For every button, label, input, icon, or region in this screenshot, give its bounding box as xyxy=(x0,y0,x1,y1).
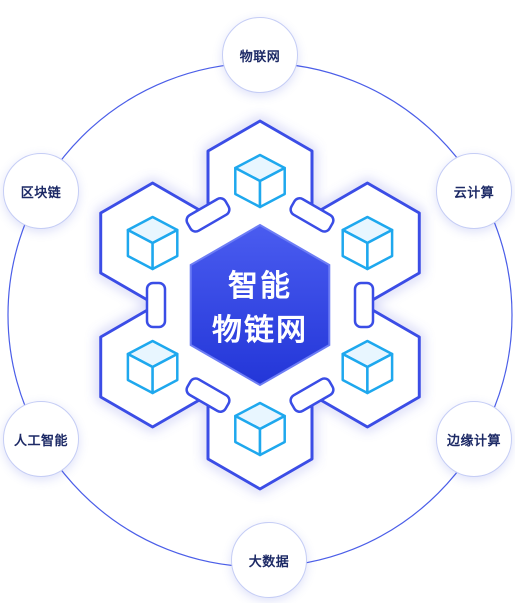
inner-panels xyxy=(145,197,375,413)
inner-panel xyxy=(185,377,231,413)
inner-panel xyxy=(185,197,231,233)
cube-face xyxy=(366,228,394,271)
cube-face xyxy=(366,352,394,395)
node-ai: 人工智能 xyxy=(3,401,79,477)
node-edge-computing: 边缘计算 xyxy=(436,401,512,477)
cube-face xyxy=(258,166,286,209)
center-title-line2: 物链网 xyxy=(212,313,308,348)
inner-panel xyxy=(353,281,375,329)
inner-panel xyxy=(145,281,167,329)
cube-face xyxy=(151,352,179,395)
node-blockchain: 区块链 xyxy=(3,153,79,229)
node-big-data: 大数据 xyxy=(231,522,307,598)
node-cloud-computing: 云计算 xyxy=(436,153,512,229)
node-iot: 物联网 xyxy=(222,17,298,93)
cube-face xyxy=(258,414,286,457)
cubes xyxy=(126,153,394,457)
center-title-line1: 智能 xyxy=(228,269,292,304)
cube-face xyxy=(151,228,179,271)
inner-panel xyxy=(289,197,335,233)
inner-panel xyxy=(289,377,335,413)
center-hexagon xyxy=(189,223,331,387)
